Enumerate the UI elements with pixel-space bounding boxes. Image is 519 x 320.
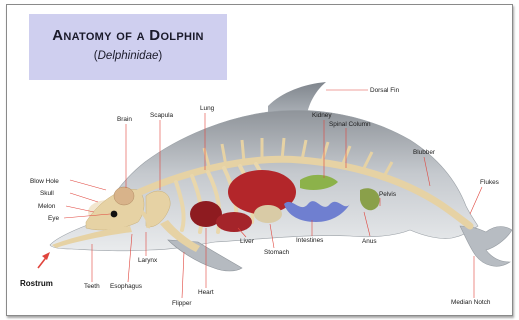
label-rostrum: Rostrum	[20, 279, 53, 288]
eye-shape	[111, 211, 118, 218]
label-heart: Heart	[198, 289, 214, 296]
label-flipper: Flipper	[172, 300, 192, 307]
label-melon: Melon	[38, 203, 56, 210]
label-intestines: Intestines	[296, 237, 323, 244]
flukes-shape	[460, 226, 512, 266]
label-esophagus: Esophagus	[110, 283, 142, 290]
liver-shape	[216, 212, 252, 232]
label-flukes: Flukes	[480, 179, 499, 186]
label-brain: Brain	[117, 116, 132, 123]
label-skull: Skull	[40, 190, 54, 197]
label-median-notch: Median Notch	[451, 299, 491, 306]
label-stomach: Stomach	[264, 249, 290, 256]
label-scapula: Scapula	[150, 112, 174, 119]
label-blow-hole: Blow Hole	[30, 178, 59, 185]
label-spinal-column: Spinal Column	[329, 121, 371, 128]
label-lung: Lung	[200, 105, 215, 112]
label-larynx: Larynx	[138, 257, 158, 264]
label-blubber: Blubber	[413, 149, 436, 156]
label-eye: Eye	[48, 215, 59, 222]
label-kidney: Kidney	[312, 112, 332, 119]
flipper-shape	[168, 240, 242, 271]
label-teeth: Teeth	[84, 283, 100, 290]
label-anus: Anus	[362, 238, 377, 245]
brain-shape	[114, 187, 134, 205]
label-pelvis: Pelvis	[379, 191, 396, 198]
label-liver: Liver	[240, 238, 255, 245]
stomach-shape	[254, 205, 282, 223]
label-dorsal-fin: Dorsal Fin	[370, 87, 400, 94]
